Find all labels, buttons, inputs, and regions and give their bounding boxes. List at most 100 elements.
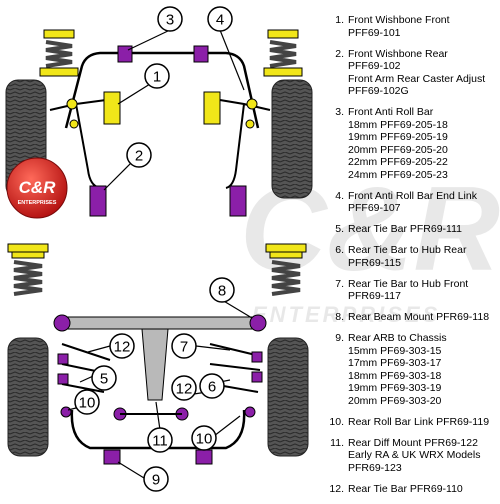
legend-number: 4. xyxy=(335,189,344,202)
svg-text:8: 8 xyxy=(218,283,226,300)
legend-line: Front Wishbone Rear xyxy=(348,47,448,60)
callout-3: 3 xyxy=(127,6,183,51)
callout-10a: 10 xyxy=(67,389,100,415)
callout-1: 1 xyxy=(117,63,170,105)
legend-line: Rear Diff Mount PFR69-122 xyxy=(348,436,478,449)
rear-left-tyre xyxy=(7,337,49,457)
svg-text:10: 10 xyxy=(196,431,213,448)
legend-number: 9. xyxy=(335,332,344,344)
legend-line: 15mm PF69-303-15 xyxy=(348,344,442,357)
svg-text:1: 1 xyxy=(153,69,161,86)
legend-line: PFR69-115 xyxy=(348,256,401,269)
legend-line: Rear Tie Bar PFR69-111 xyxy=(348,223,462,235)
legend-line: PFR69-117 xyxy=(348,290,401,302)
svg-text:9: 9 xyxy=(152,472,160,489)
legend-line: Front Arm Rear Caster Adjust xyxy=(348,72,486,85)
legend-number: 7. xyxy=(335,277,344,290)
callout-12a: 12 xyxy=(87,333,135,359)
legend-line: 24mm PFF69-205-23 xyxy=(348,168,448,181)
legend-number: 5. xyxy=(335,223,344,235)
front-right-spring xyxy=(263,29,303,77)
legend-number: 8. xyxy=(335,311,344,323)
legend-line: 20mm PFF69-205-20 xyxy=(348,143,448,156)
rear-right-tyre xyxy=(267,337,309,457)
legend-line: Front Wishbone Front xyxy=(348,14,450,26)
legend-number: 12. xyxy=(329,482,344,495)
svg-text:7: 7 xyxy=(180,339,188,356)
legend-line: Rear ARB to Chassis xyxy=(348,332,447,344)
legend-entry: 12. Rear Tie Bar PFR69-110 xyxy=(316,483,498,496)
rear-beam xyxy=(61,316,259,330)
legend-number: 11. xyxy=(330,436,344,449)
legend-line: 18mm PFF69-205-18 xyxy=(348,118,448,131)
legend-number: 6. xyxy=(335,244,344,256)
callout-6: 6 xyxy=(199,373,231,399)
legend-line: Rear Tie Bar PFR69-110 xyxy=(348,482,463,495)
svg-text:ENTERPRISES: ENTERPRISES xyxy=(18,200,57,206)
callout-4: 4 xyxy=(207,6,245,91)
svg-text:3: 3 xyxy=(166,12,174,29)
callout-2: 2 xyxy=(103,142,152,191)
callout-7: 7 xyxy=(171,333,231,359)
svg-text:10: 10 xyxy=(79,395,96,412)
svg-text:4: 4 xyxy=(216,12,224,29)
legend-line: PFR69-123 xyxy=(348,461,402,474)
legend-entry: 8. Rear Beam Mount PFR69-118 xyxy=(316,311,498,324)
legend-line: PFF69-101 xyxy=(348,26,401,39)
legend-line: Front Anti Roll Bar xyxy=(348,106,434,118)
svg-text:12: 12 xyxy=(114,339,131,356)
legend-entry: 5. Rear Tie Bar PFR69-111 xyxy=(316,223,498,236)
watermark: C&R ENTERPRISES xyxy=(240,162,500,327)
legend-entry: 10. Rear Roll Bar Link PFR69-119 xyxy=(316,416,498,429)
legend-line: Rear Tie Bar to Hub Rear xyxy=(348,244,467,256)
legend-line: 20mm PF69-303-20 xyxy=(348,394,442,407)
callout-10b: 10 xyxy=(191,415,241,451)
callout-5: 5 xyxy=(79,365,117,391)
front-right-tyre xyxy=(271,79,313,199)
svg-text:11: 11 xyxy=(152,433,168,450)
legend-line: 17mm PF69-303-17 xyxy=(348,357,442,369)
legend-line: Rear Roll Bar Link PFR69-119 xyxy=(348,415,490,428)
callout-9: 9 xyxy=(117,461,169,492)
legend-line: PFF69-107 xyxy=(348,202,401,214)
svg-text:C&R: C&R xyxy=(19,178,57,197)
callout-11: 11 xyxy=(147,401,173,453)
front-left-spring xyxy=(39,29,79,77)
legend-line: 19mm PFF69-205-19 xyxy=(348,131,448,143)
legend-line: PFF69-102G xyxy=(348,85,409,97)
svg-text:ENTERPRISES: ENTERPRISES xyxy=(252,302,440,327)
legend-number: 1. xyxy=(335,14,344,26)
rear-diff xyxy=(141,328,169,401)
legend-line: Rear Beam Mount PFR69-118 xyxy=(348,311,490,323)
callout-8: 8 xyxy=(209,277,253,319)
rear-right-spring xyxy=(265,243,307,296)
svg-text:12: 12 xyxy=(176,381,193,398)
rear-suspension xyxy=(7,243,309,465)
legend-line: PFF69-102 xyxy=(348,60,401,72)
legend-number: 3. xyxy=(335,106,344,118)
svg-text:6: 6 xyxy=(208,379,216,396)
rear-left-spring xyxy=(7,243,49,296)
legend-line: Rear Tie Bar to Hub Front xyxy=(348,277,469,290)
legend-line: 19mm PF69-303-19 xyxy=(348,382,442,394)
legend-line: 22mm PFF69-205-22 xyxy=(348,156,448,168)
legend-number: 2. xyxy=(335,47,344,60)
legend-line: Early RA & UK WRX Models xyxy=(348,449,481,461)
legend-number: 10. xyxy=(329,415,344,428)
company-logo: C&R ENTERPRISES xyxy=(6,157,68,219)
legend-line: Front Anti Roll Bar End Link xyxy=(348,189,477,202)
front-anti-roll-bar xyxy=(64,51,260,129)
svg-text:5: 5 xyxy=(100,371,108,388)
legend-line: 18mm PF69-303-18 xyxy=(348,369,442,382)
svg-text:2: 2 xyxy=(135,148,143,165)
